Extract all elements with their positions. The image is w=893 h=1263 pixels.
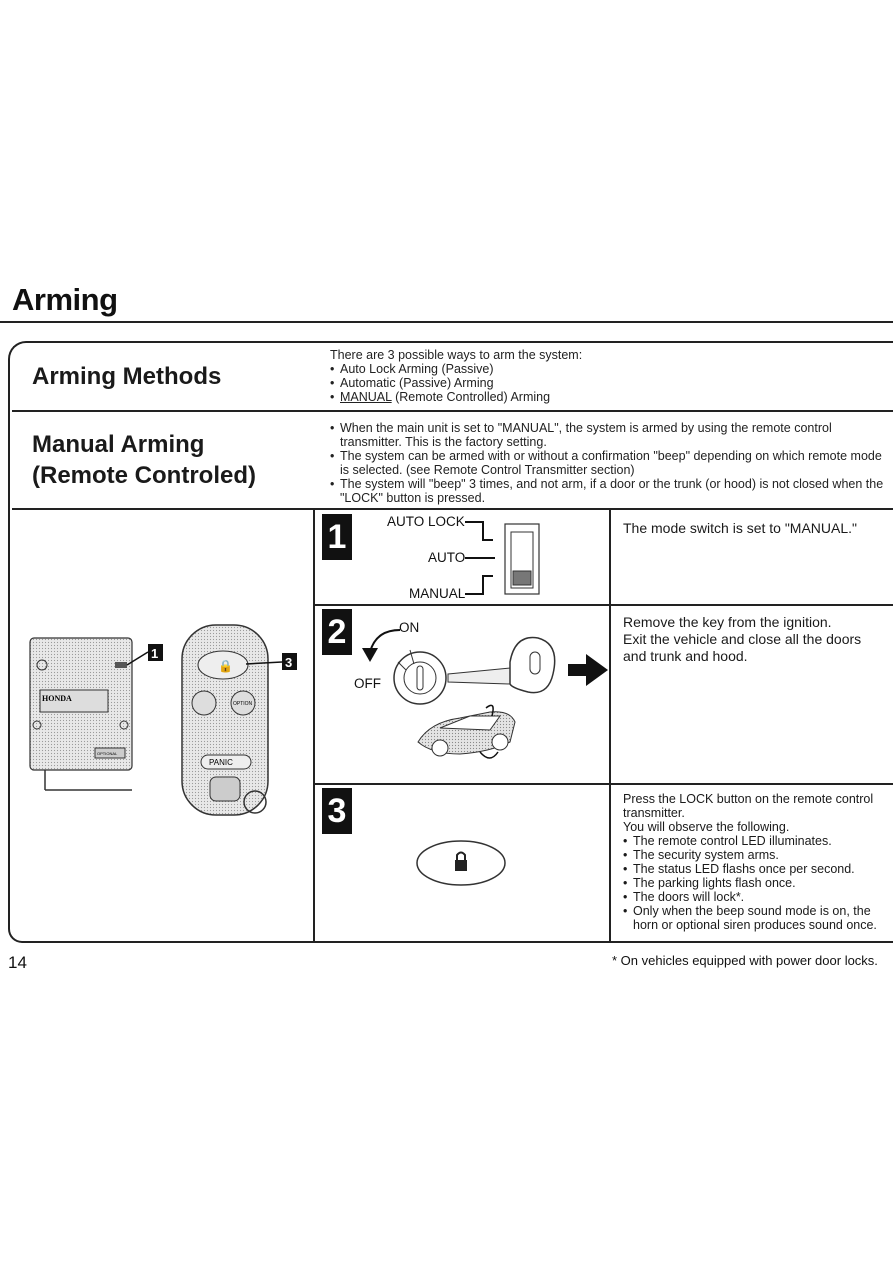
remote-lock-glyph: 🔒 (218, 659, 233, 673)
remote-panic-label: PANIC (209, 758, 233, 767)
title-rule (0, 321, 893, 323)
ignition-key-illustration (362, 629, 608, 759)
page-title: Arming (12, 282, 118, 317)
key-icon (447, 636, 556, 694)
list-item: When the main unit is set to "MANUAL", t… (330, 421, 890, 449)
step-2-label-on: ON (399, 620, 420, 635)
step-1-label-auto-lock: AUTO LOCK (387, 514, 465, 529)
callout-3: 3 (285, 655, 292, 670)
list-item: MANUAL (Remote Controlled) Arming (330, 390, 730, 404)
content-frame (8, 341, 893, 943)
manual-arming-heading-line2: (Remote Controled) (32, 462, 256, 489)
callout-1: 1 (151, 646, 158, 661)
step-2-text: Remove the key from the ignition. Exit t… (623, 614, 888, 665)
manual-arming-heading-line1: Manual Arming (32, 431, 205, 458)
step-divider-1 (314, 604, 893, 606)
col-divider-right (609, 508, 611, 942)
manual-arming-bullets: When the main unit is set to "MANUAL", t… (330, 421, 890, 505)
step-3-text: Press the LOCK button on the remote cont… (623, 792, 885, 932)
arming-methods-heading: Arming Methods (32, 363, 222, 390)
list-item: The doors will lock*. (623, 890, 885, 904)
step-1-badge: 1 (322, 514, 352, 560)
step-1-label-manual: MANUAL (409, 586, 466, 601)
list-item: Only when the beep sound mode is on, the… (623, 904, 885, 932)
page-number: 14 (8, 953, 27, 972)
row-divider-2 (12, 508, 893, 510)
arming-methods-list: There are 3 possible ways to arm the sys… (330, 348, 730, 404)
step-divider-2 (314, 783, 893, 785)
manual-item-rest: (Remote Controlled) Arming (391, 390, 551, 404)
step-3-badge: 3 (322, 788, 352, 834)
list-item: The system will "beep" 3 times, and not … (330, 477, 890, 505)
unit-brand-label: HONDA (42, 694, 72, 703)
list-item: The parking lights flash once. (623, 876, 885, 890)
step-1-label-auto: AUTO (428, 550, 466, 565)
manual-underlined: MANUAL (340, 390, 392, 404)
step-3-intro: Press the LOCK button on the remote cont… (623, 792, 874, 820)
row-divider-1 (12, 410, 893, 412)
unit-and-remote-illustration: HONDA OPTIONAL 1 🔒 OPTION PANIC 3 (29, 624, 297, 816)
manual-arming-heading: Manual Arming (Remote Controled) (32, 429, 256, 491)
arming-methods-intro: There are 3 possible ways to arm the sys… (330, 348, 583, 362)
step-2-label-off: OFF (354, 676, 381, 691)
step-2-line-1: Remove the key from the ignition. (623, 614, 832, 630)
unit-plate-label: OPTIONAL (97, 751, 118, 756)
main-unit-illustration: HONDA OPTIONAL (29, 637, 133, 791)
col-divider-left (313, 508, 315, 942)
list-item: The status LED flashs once per second. (623, 862, 885, 876)
list-item: The system can be armed with or without … (330, 449, 890, 477)
step-2-badge: 2 (322, 609, 352, 655)
list-item: The security system arms. (623, 848, 885, 862)
list-item: Automatic (Passive) Arming (330, 376, 730, 390)
lock-button-illustration (416, 840, 506, 886)
remote-option-label: OPTION (233, 701, 253, 707)
list-item: The remote control LED illuminates. (623, 834, 885, 848)
step-3-observe: You will observe the following. (623, 820, 790, 834)
step-1-text: The mode switch is set to "MANUAL." (623, 520, 858, 536)
lock-icon (455, 860, 467, 871)
footnote: * On vehicles equipped with power door l… (612, 953, 878, 968)
remote-illustration: 🔒 OPTION PANIC (181, 624, 269, 816)
mode-switch-illustration (465, 521, 540, 595)
car-icon (417, 704, 516, 759)
arrow-right-icon (568, 654, 608, 686)
step-2-line-2: Exit the vehicle and close all the doors… (623, 631, 862, 664)
list-item: Auto Lock Arming (Passive) (330, 362, 730, 376)
